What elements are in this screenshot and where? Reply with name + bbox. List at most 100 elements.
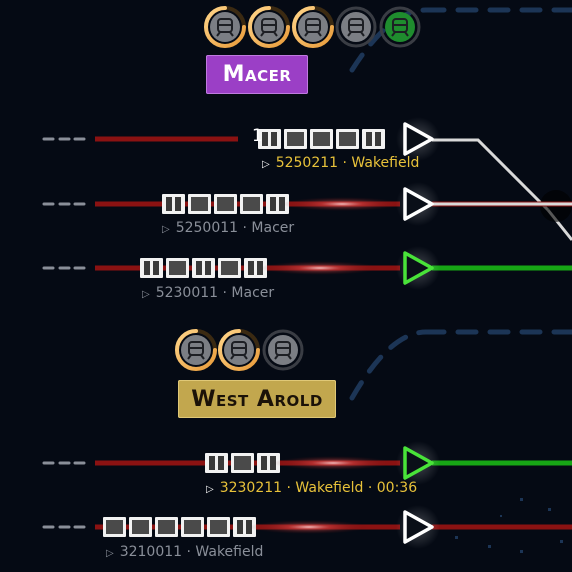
timer-ring: [204, 6, 246, 48]
train-door: [166, 197, 172, 211]
separator: ·: [286, 480, 291, 496]
headlight-glow: [260, 261, 380, 275]
train-counter: 1: [252, 126, 263, 146]
train-car-window: [158, 520, 175, 534]
timer-ring: [218, 329, 260, 371]
train-glyph-leg: [216, 31, 221, 37]
timer-ring: [175, 329, 217, 371]
train-car: [362, 129, 385, 149]
train-info-5250011[interactable]: ▷5250011 · Macer: [162, 220, 294, 236]
train-glyph-leg: [243, 354, 248, 360]
train-destination: Macer: [231, 285, 275, 301]
train-car-window: [339, 132, 356, 146]
platform-status-train-icon[interactable]: [335, 6, 377, 48]
train-door: [218, 456, 224, 470]
train-glyph-leg: [404, 31, 409, 37]
train-time: 00:36: [376, 480, 418, 496]
train-info-5250211[interactable]: ▷5250211 · Wakefield: [262, 155, 419, 171]
train-car-window: [217, 197, 234, 211]
train-car: [140, 258, 163, 278]
train-id: 5250211: [275, 155, 339, 171]
play-triangle-icon: ▷: [142, 289, 150, 300]
train-glyph-leg: [274, 354, 279, 360]
train-info-3210011[interactable]: ▷3210011 · Wakefield: [106, 544, 263, 560]
platform-status-train-icon[interactable]: [248, 6, 290, 48]
train-glyph-leg: [304, 31, 309, 37]
train-car: [162, 194, 185, 214]
train-car-window: [184, 520, 201, 534]
train-glyph-leg: [260, 31, 265, 37]
icon-disc: [224, 335, 254, 365]
train-id: 3230211: [219, 480, 283, 496]
signal-triangle-icon[interactable]: [403, 187, 434, 221]
train-door: [262, 132, 268, 146]
background-dashed-lines: [349, 7, 572, 401]
play-triangle-icon: ▷: [162, 224, 170, 235]
icon-disc: [254, 12, 284, 42]
train-destination: Wakefield: [295, 480, 364, 496]
train-id: 5250011: [175, 220, 239, 236]
station-label-west-arold[interactable]: West Arold: [178, 380, 336, 418]
platform-status-train-icon[interactable]: [262, 329, 304, 371]
platform-track[interactable]: [42, 182, 572, 226]
train-door: [261, 456, 267, 470]
play-triangle-icon: ▷: [106, 548, 114, 559]
platform-track[interactable]: [42, 441, 572, 485]
signal-triangle-icon[interactable]: [403, 251, 434, 285]
separator: ·: [367, 480, 373, 496]
platform-status-train-icon[interactable]: [204, 6, 246, 48]
pixel-noise: [455, 498, 563, 553]
train-car-window: [210, 520, 227, 534]
icon-disc: [181, 335, 211, 365]
platform-status-train-icon[interactable]: [218, 329, 260, 371]
platform-track[interactable]: [42, 117, 440, 161]
train[interactable]: [258, 129, 385, 149]
headlight-glow: [273, 456, 393, 470]
train-destination: Wakefield: [351, 155, 420, 171]
icon-disc: [268, 335, 298, 365]
train[interactable]: [205, 453, 280, 473]
train-id: 5230011: [155, 285, 219, 301]
icon-ring: [262, 329, 304, 371]
train-destination: Wakefield: [195, 544, 264, 560]
train-info-5230011[interactable]: ▷5230011 · Macer: [142, 285, 274, 301]
train-glyph-leg: [347, 31, 352, 37]
train-car: [192, 258, 215, 278]
station-label-macer[interactable]: Macer: [206, 55, 308, 94]
timer-ring: [292, 6, 334, 48]
train-car-window: [132, 520, 149, 534]
platform-status-train-icon[interactable]: [292, 6, 334, 48]
headlight-glow: [282, 197, 402, 211]
icon-ring: [379, 6, 421, 48]
headlight-glow: [249, 520, 369, 534]
icon-disc: [341, 12, 371, 42]
train-glyph-leg: [230, 354, 235, 360]
train[interactable]: [140, 258, 267, 278]
train-glyph-leg: [287, 354, 292, 360]
train-car: [205, 453, 228, 473]
train-car-window: [106, 520, 123, 534]
signal-triangle-icon[interactable]: [403, 122, 434, 156]
train-car-window: [313, 132, 330, 146]
train-door: [175, 197, 181, 211]
icon-ring: [335, 6, 377, 48]
separator: ·: [242, 220, 247, 236]
train-car-window: [287, 132, 304, 146]
train-door: [270, 197, 276, 211]
junction-lines: [432, 138, 572, 241]
platform-status-train-icon[interactable]: [379, 6, 421, 48]
train-car-window: [169, 261, 186, 275]
train-glyph-leg: [229, 31, 234, 37]
train-glyph-leg: [360, 31, 365, 37]
signal-triangle-icon[interactable]: [403, 510, 434, 544]
separator: ·: [342, 155, 347, 171]
platform-track[interactable]: [42, 246, 572, 290]
signal-triangle-icon[interactable]: [403, 446, 434, 480]
train-glyph-leg: [187, 354, 192, 360]
icon-disc: [385, 12, 415, 42]
train[interactable]: [162, 194, 289, 214]
platform-status-train-icon[interactable]: [175, 329, 217, 371]
train-info-3230211[interactable]: ▷3230211 · Wakefield · 00:36: [206, 480, 417, 496]
platform-track[interactable]: [42, 505, 572, 549]
